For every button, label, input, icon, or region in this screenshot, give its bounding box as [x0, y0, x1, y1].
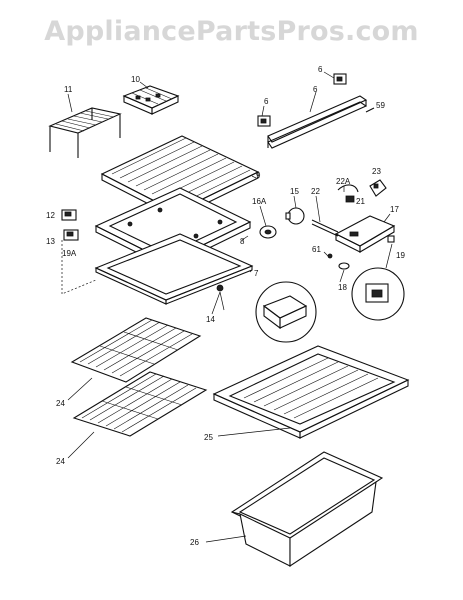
- callout-13: 13: [46, 237, 55, 246]
- callout-22: 22: [311, 187, 320, 196]
- part-wiring: [311, 179, 387, 237]
- part-crisper-drawer: [230, 451, 384, 568]
- callout-6-left: 6: [264, 97, 269, 106]
- callout-22a: 22A: [336, 177, 351, 186]
- callout-21: 21: [356, 197, 365, 206]
- callout-8: 8: [240, 237, 245, 246]
- callout-12: 12: [46, 211, 55, 220]
- callout-59: 59: [376, 101, 385, 110]
- part-bracket-detail: [216, 281, 317, 343]
- callout-10: 10: [131, 75, 140, 84]
- callout-17: 17: [390, 205, 399, 214]
- callout-14: 14: [206, 315, 215, 324]
- callout-25: 25: [204, 433, 213, 442]
- part-wire-rack: [48, 107, 122, 158]
- part-screw-and-knob: [327, 253, 350, 270]
- part-light-bulb: [285, 207, 305, 225]
- callout-19: 19: [396, 251, 405, 260]
- callout-18: 18: [338, 283, 347, 292]
- callout-24-lower: 24: [56, 457, 65, 466]
- part-wire-shelf-upper: [70, 317, 202, 383]
- callout-6-strip: 6: [313, 85, 318, 94]
- part-left-brackets: [61, 209, 97, 295]
- callout-19a: 19A: [62, 249, 77, 258]
- part-bracket-top: [333, 73, 347, 85]
- callout-11: 11: [64, 85, 73, 94]
- callout-23: 23: [372, 167, 381, 176]
- part-cover: [94, 233, 254, 305]
- part-small-tray: [122, 85, 180, 115]
- part-lamp-socket: [259, 225, 277, 239]
- callout-16a: 16A: [252, 197, 267, 206]
- callout-61: 61: [312, 245, 321, 254]
- part-crisper-cover: [212, 345, 410, 439]
- callout-24-upper: 24: [56, 399, 65, 408]
- callout-9: 9: [256, 171, 261, 180]
- callout-labels: 11 10 6 6 6 59 9 12 13 19A 8 7 16A 15 22…: [46, 65, 405, 547]
- part-wire-shelf-lower: [72, 371, 208, 437]
- callout-6-top: 6: [318, 65, 323, 74]
- part-control-housing: [334, 215, 396, 253]
- part-switch-detail: [351, 235, 405, 321]
- callout-15: 15: [290, 187, 299, 196]
- callout-7: 7: [254, 269, 259, 278]
- callout-26: 26: [190, 538, 199, 547]
- watermark-text: AppliancePartsPros.com: [44, 16, 419, 47]
- part-trim-strip: [257, 95, 375, 149]
- leader-lines: [67, 71, 391, 543]
